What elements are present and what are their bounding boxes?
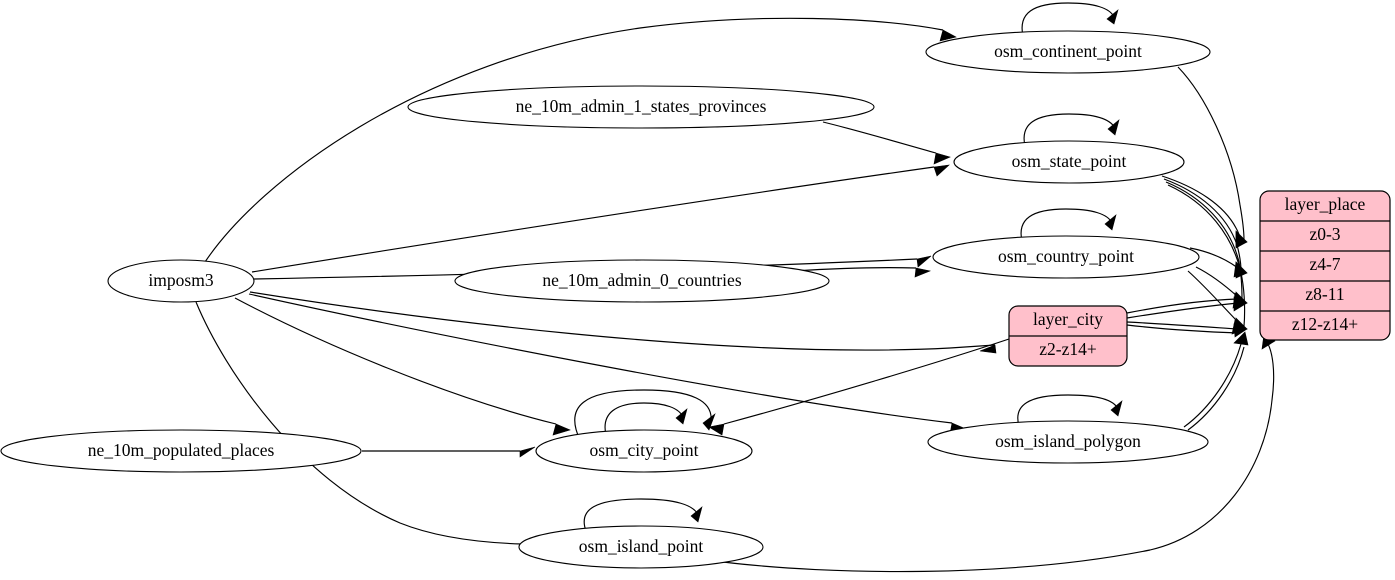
node-imposm3[interactable]: imposm3 <box>107 259 255 303</box>
node-label-ne-populated: ne_10m_populated_places <box>88 440 275 460</box>
edge-layer_city-to-layer_place-extra <box>1126 298 1240 334</box>
edge-imposm3-to-osm_island_point <box>195 301 538 553</box>
layer-place-row-z0-3[interactable]: z0-3 <box>1309 224 1340 244</box>
edge-imposm3-to-osm_state_point <box>251 164 950 273</box>
edge-layer_city-to-osm_city_point <box>708 338 1010 436</box>
edge-imposm3-to-osm_continent_point <box>204 17 957 263</box>
self-loop-osm_continent_point <box>1021 2 1119 37</box>
nodes-layer: imposm3 ne_10m_admin_1_states_provinces … <box>0 30 1391 569</box>
node-osm-country-point[interactable]: osm_country_point <box>932 235 1200 279</box>
edge-osm_continent_point-to-layer_place-z0-3 <box>1177 66 1248 248</box>
edge-osm_country_point-to-layer_place-z4-7 <box>1189 247 1248 278</box>
node-osm-city-point[interactable]: osm_city_point <box>535 429 753 473</box>
layer-place-row-z8-11[interactable]: z8-11 <box>1305 284 1344 304</box>
node-label-osm-island-point: osm_island_point <box>579 536 704 556</box>
node-osm-continent-point[interactable]: osm_continent_point <box>925 30 1211 74</box>
node-label-osm-city-point: osm_city_point <box>590 440 699 460</box>
edge-ne_countries-to-osm_country_point <box>793 267 932 278</box>
node-label-osm-island-polygon: osm_island_polygon <box>995 431 1141 451</box>
node-label-osm-state-point: osm_state_point <box>1012 151 1127 171</box>
self-loop-osm_island_point <box>583 498 703 532</box>
edge-imposm3-to-osm_island_polygon <box>248 293 967 435</box>
node-label-imposm3: imposm3 <box>148 270 213 290</box>
self-loop-osm_city_point <box>604 402 688 436</box>
node-osm-island-polygon[interactable]: osm_island_polygon <box>927 420 1209 464</box>
node-label-ne-states: ne_10m_admin_1_states_provinces <box>516 96 767 116</box>
self-loop-osm_country_point <box>1020 208 1117 242</box>
edge-imposm3-to-osm_city_point <box>234 297 571 436</box>
node-label-osm-continent-point: osm_continent_point <box>994 41 1142 61</box>
edge-osm_island_polygon-to-layer_place-z12-z14 <box>1183 331 1249 431</box>
layer-place-title: layer_place <box>1285 194 1366 214</box>
edge-osm_state_point-to-layer_place-z0-3 <box>1161 175 1248 249</box>
node-layer-place[interactable]: layer_place z0-3 z4-7 z8-11 z12-z14+ <box>1259 190 1391 341</box>
edge-ne_populated-to-osm_city_point <box>362 446 536 458</box>
edge-layer_city-to-layer_place-z8-11 <box>1126 296 1248 319</box>
self-loop-osm_island_polygon <box>1017 394 1123 427</box>
layer-city-row-z2-z14[interactable]: z2-z14+ <box>1039 339 1097 359</box>
node-ne-10m-populated-places[interactable]: ne_10m_populated_places <box>0 429 362 473</box>
layer-city-title: layer_city <box>1033 309 1103 329</box>
node-osm-state-point[interactable]: osm_state_point <box>953 140 1185 184</box>
self-loop-osm_state_point <box>1023 113 1120 147</box>
node-layer-city[interactable]: layer_city z2-z14+ <box>1008 305 1128 367</box>
layer-place-row-z12-z14[interactable]: z12-z14+ <box>1292 314 1358 334</box>
layer-place-row-z4-7[interactable]: z4-7 <box>1309 254 1340 274</box>
node-label-osm-country-point: osm_country_point <box>998 246 1134 266</box>
self-loop-osm_city_point-outer <box>574 389 716 441</box>
edge-layer_city-to-layer_place-z12-z14 <box>1126 321 1248 338</box>
node-label-ne-countries: ne_10m_admin_0_countries <box>542 270 741 290</box>
node-ne-10m-admin-0-countries[interactable]: ne_10m_admin_0_countries <box>454 259 830 303</box>
node-ne-10m-admin-1-states-provinces[interactable]: ne_10m_admin_1_states_provinces <box>407 85 875 129</box>
node-osm-island-point[interactable]: osm_island_point <box>518 525 764 569</box>
edge-ne_states-to-osm_state_point <box>822 121 951 165</box>
